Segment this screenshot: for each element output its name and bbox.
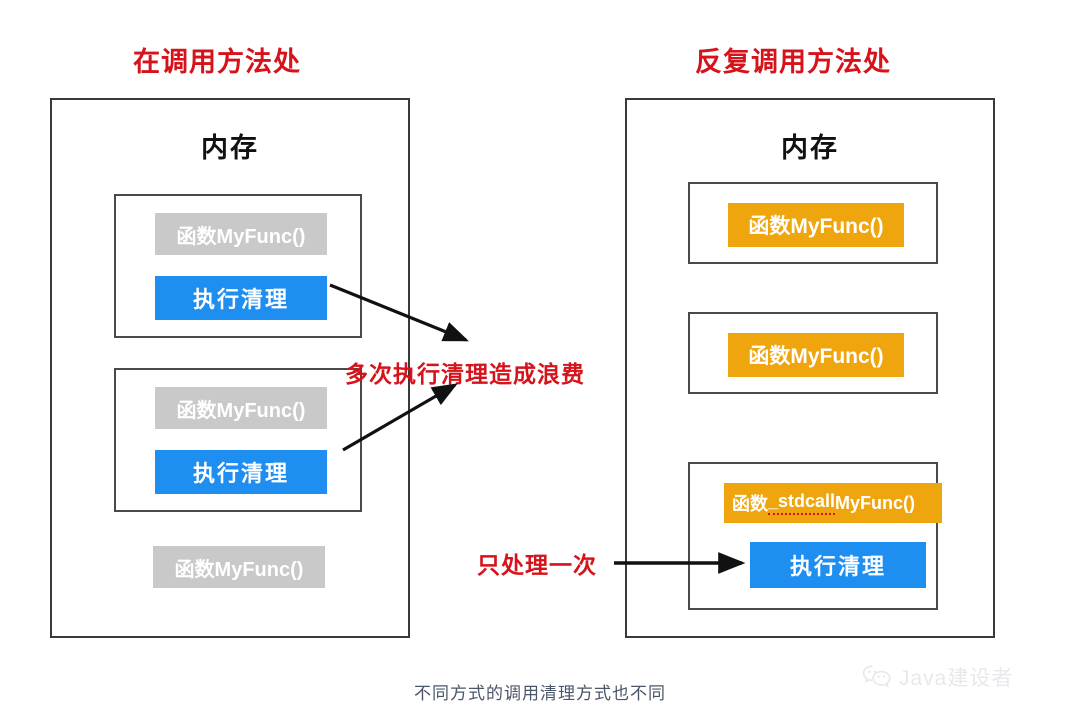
memory-panel-right-title: 内存: [781, 133, 839, 163]
function-label-left-1: 函数MyFunc(): [155, 213, 327, 255]
function-label-right-1: 函数MyFunc(): [728, 203, 904, 247]
right-column-title: 反复调用方法处: [695, 47, 891, 77]
memory-panel-right: 内存 函数MyFunc() 函数MyFunc() 函数_stdcall MyFu…: [625, 98, 995, 638]
stdcall-suffix: MyFunc(): [835, 492, 916, 513]
stdcall-prefix: 函数: [732, 494, 768, 514]
cleanup-label-left-2: 执行清理: [155, 450, 327, 494]
call-frame-right-3: 函数_stdcall MyFunc() 执行清理: [688, 462, 942, 610]
call-frame-right-1: 函数MyFunc(): [688, 182, 938, 264]
figure-caption: 不同方式的调用清理方式也不同: [414, 684, 666, 703]
call-frame-right-2: 函数MyFunc(): [688, 312, 938, 394]
annotation-waste: 多次执行清理造成浪费: [345, 361, 585, 387]
watermark: Java建设者: [862, 662, 1013, 692]
cleanup-label-right-3: 执行清理: [750, 542, 926, 588]
function-label-right-3-stdcall: 函数_stdcall MyFunc(): [724, 483, 942, 523]
left-column-title: 在调用方法处: [133, 47, 301, 77]
watermark-text: Java建设者: [899, 667, 1014, 690]
call-frame-left-1: 函数MyFunc() 执行清理: [114, 194, 362, 338]
function-label-left-3: 函数MyFunc(): [153, 546, 325, 588]
memory-panel-left: 内存 函数MyFunc() 执行清理 函数MyFunc() 执行清理 函数MyF…: [50, 98, 410, 638]
stdcall-convention: _stdcall: [768, 491, 836, 515]
call-frame-left-2: 函数MyFunc() 执行清理: [114, 368, 362, 512]
wechat-icon: [862, 665, 891, 688]
function-label-right-2: 函数MyFunc(): [728, 333, 904, 377]
cleanup-label-left-1: 执行清理: [155, 276, 327, 320]
memory-panel-left-title: 内存: [201, 133, 259, 163]
function-label-left-2: 函数MyFunc(): [155, 387, 327, 429]
annotation-process-once: 只处理一次: [477, 552, 597, 578]
